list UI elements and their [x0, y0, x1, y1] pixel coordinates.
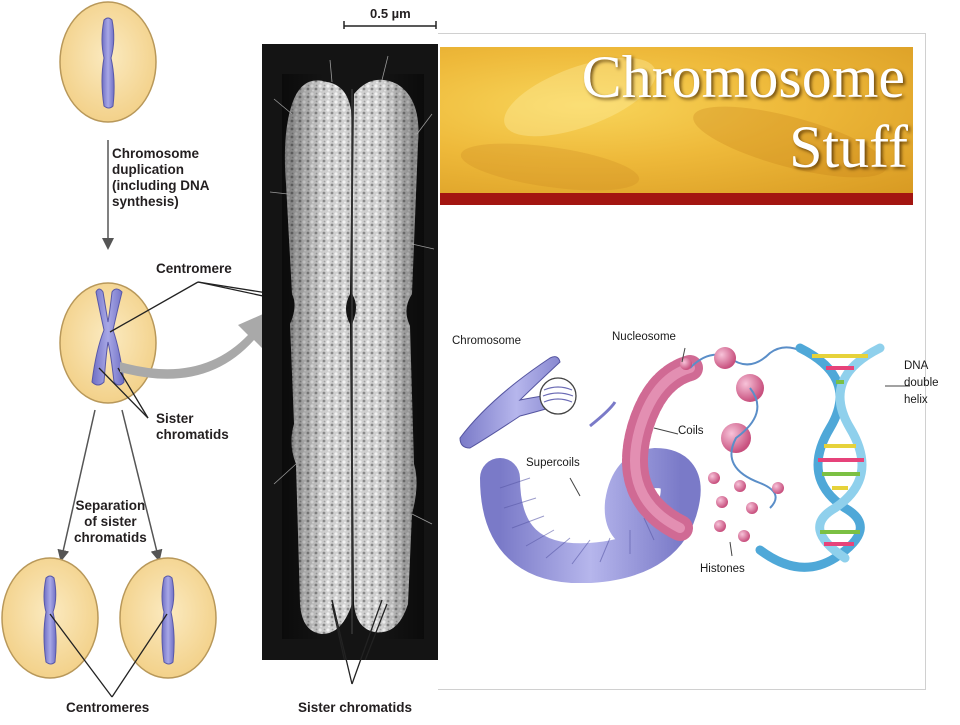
dna-double-helix: [755, 343, 885, 572]
chromosome-label: Chromosome: [452, 335, 522, 347]
label-line: (including DNA: [112, 178, 210, 193]
down-arrow-right: [121, 409, 163, 562]
label-line: of sister: [84, 514, 137, 529]
sister-chromatids-label: Sister chromatids: [156, 411, 229, 443]
dna-packaging-graphics: [459, 343, 910, 584]
nucleosome-coil: [622, 355, 703, 541]
top-cell: [59, 1, 157, 123]
title-underline-bar: [440, 193, 913, 205]
gray-arrow-to-micrograph: [120, 310, 272, 379]
centromere-label: Centromere: [156, 261, 232, 276]
micrograph-sister-chromatids-label: Sister chromatids: [298, 700, 413, 715]
chromosome-duplication-diagram: Chromosome duplication (including DNA sy…: [0, 0, 440, 720]
micrograph-pointer-lines: [331, 599, 383, 685]
duplication-diagram-graphics: [1, 1, 306, 698]
micrograph-image: [269, 55, 435, 695]
label-line: DNA: [904, 360, 929, 372]
supercoil: [480, 447, 701, 584]
coils-label: Coils: [678, 425, 704, 437]
label-line: chromatids: [74, 530, 147, 545]
label-line: duplication: [112, 162, 184, 177]
chromosome-duplication-label: Chromosome duplication (including DNA sy…: [112, 146, 210, 210]
scale-bar-label: 0.5 µm: [370, 6, 411, 21]
chromosome-micrograph: [262, 44, 438, 695]
label-line: Separation: [75, 498, 146, 513]
separation-label: Separation of sister chromatids: [74, 498, 147, 546]
nucleosome-label: Nucleosome: [612, 331, 676, 343]
label-line: double: [904, 377, 939, 389]
scale-bar: [343, 21, 437, 29]
label-line: chromatids: [156, 427, 229, 442]
label-line: synthesis): [112, 194, 179, 209]
histones-label: Histones: [700, 563, 745, 575]
bottom-right-cell: [119, 557, 217, 679]
slide-title-line-1: Chromosome: [581, 44, 905, 110]
down-arrow-left: [57, 409, 96, 562]
dna-double-helix-label: DNA double helix: [904, 358, 939, 409]
centromeres-label: Centromeres: [66, 700, 150, 715]
bottom-left-cell: [1, 557, 99, 679]
label-line: Chromosome: [112, 146, 200, 161]
supercoils-label: Supercoils: [526, 457, 580, 469]
label-line: Sister: [156, 411, 194, 426]
label-line: helix: [904, 394, 928, 406]
dna-packaging-illustration: Chromosome Nucleosome Coils Supercoils H…: [440, 318, 940, 584]
middle-cell: [59, 282, 157, 404]
banner-texture: [458, 134, 642, 193]
slide-title-line-2: Stuff: [789, 114, 908, 180]
title-banner: [440, 47, 913, 193]
